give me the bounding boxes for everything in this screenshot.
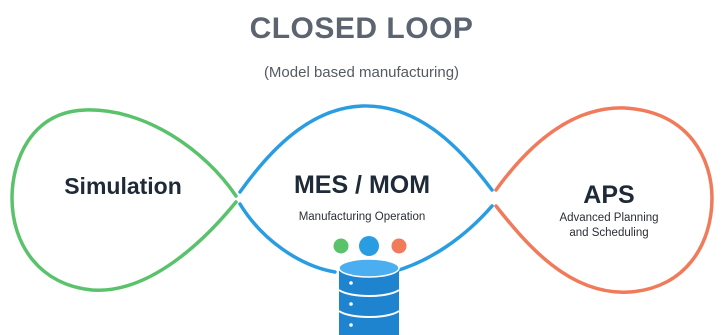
blue-dot	[359, 236, 379, 256]
aps-sublabel: Advanced Planning and Scheduling	[549, 211, 669, 241]
green-dot	[333, 238, 349, 254]
simulation-loop	[10, 108, 238, 292]
mes-loop-upper	[238, 104, 494, 194]
mes-loop-lower	[238, 202, 494, 274]
mes-mom-sublabel: Manufacturing Operation	[298, 211, 426, 223]
orange-dot	[391, 238, 407, 254]
simulation-label: Simulation	[64, 173, 182, 199]
diagram-title: CLOSED LOOP	[249, 12, 474, 45]
mes-mom-label: MES / MOM	[293, 171, 431, 199]
diagram-subtitle: (Model based manufacturing)	[263, 64, 460, 81]
aps-label: APS	[583, 181, 635, 209]
aps-sublabel-line-2: and Scheduling	[569, 227, 649, 239]
aps-loop	[494, 106, 714, 294]
aps-sublabel-line-1: Advanced Planning	[559, 212, 659, 224]
database-icon	[338, 258, 400, 335]
